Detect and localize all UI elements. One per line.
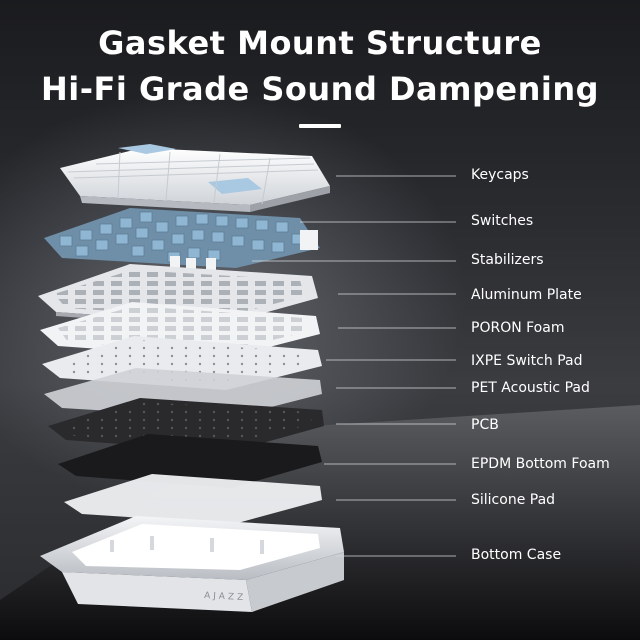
- silicone-pad-layer: [64, 474, 322, 524]
- label-bottom-case: Bottom Case: [471, 547, 562, 563]
- label-switches: Switches: [471, 213, 534, 229]
- label-pet-acoustic-pad: PET Acoustic Pad: [471, 380, 590, 396]
- label-keycaps: Keycaps: [471, 167, 529, 183]
- label-ixpe-switch-pad: IXPE Switch Pad: [471, 353, 583, 369]
- leader-lines: [252, 175, 456, 557]
- label-pcb: PCB: [471, 417, 499, 433]
- switches-layer: [44, 208, 320, 272]
- keycaps-layer: [60, 144, 330, 212]
- title-line-1: Gasket Mount Structure: [98, 24, 542, 62]
- pcb-layer: [48, 398, 324, 452]
- epdm-bottom-foam-layer: [58, 434, 322, 488]
- label-epdm-bottom-foam: EPDM Bottom Foam: [471, 456, 610, 472]
- title-line-2: Hi-Fi Grade Sound Dampening: [40, 70, 600, 108]
- label-stabilizers: Stabilizers: [471, 252, 544, 268]
- title-divider: [299, 124, 341, 128]
- brand-logo: AJAZZ: [204, 591, 247, 603]
- label-poron-foam: PORON Foam: [471, 320, 565, 336]
- bottom-case-layer: [40, 516, 344, 612]
- label-silicone-pad: Silicone Pad: [471, 492, 556, 508]
- label-aluminum-plate: Aluminum Plate: [471, 287, 582, 303]
